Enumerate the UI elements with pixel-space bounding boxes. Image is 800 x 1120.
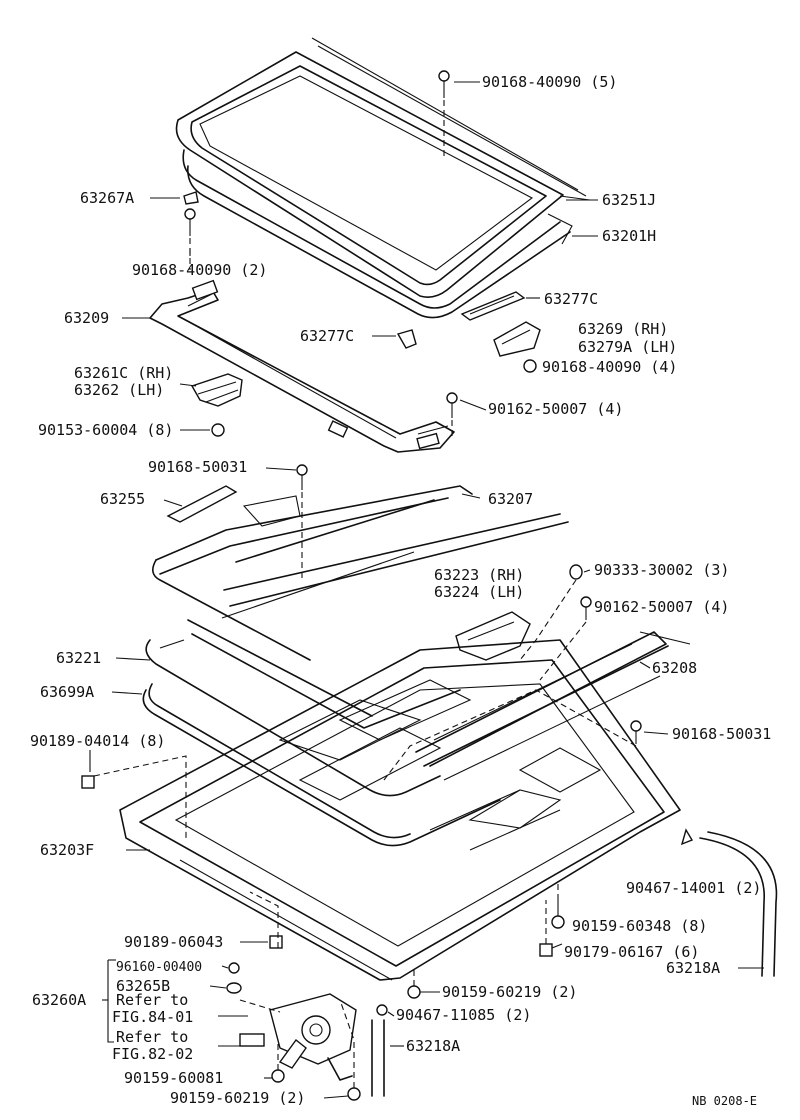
label-90189-06043: 90189-06043 <box>124 933 223 951</box>
label-90153-60004: 90153-60004 (8) <box>38 421 173 439</box>
drain-hose-63218A-right <box>699 831 778 977</box>
bolt-90159-60219-b <box>347 1087 361 1101</box>
drain-hose-63218A-bottom <box>371 1019 385 1097</box>
label-90159-60219-b: 90159-60219 (2) <box>170 1089 305 1107</box>
bracket-63223 <box>455 611 531 661</box>
label-90168-50031-b: 90168-50031 <box>672 725 771 743</box>
label-63201H: 63201H <box>602 227 656 245</box>
sunroof-glass-panel <box>175 37 591 319</box>
label-90179-06167: 90179-06167 (6) <box>564 943 699 961</box>
label-63218A-right: 63218A <box>666 959 720 977</box>
label-90168-40090-5: 90168-40090 (5) <box>482 73 617 91</box>
bolt-90159-60219-a <box>407 985 421 999</box>
fasteners <box>81 70 694 1101</box>
clip-63267A <box>183 191 199 205</box>
nut-90153-60004 <box>211 423 225 437</box>
group-bracket-63260A <box>102 959 116 1043</box>
label-90467-11085: 90467-11085 (2) <box>396 1006 531 1024</box>
label-63251J: 63251J <box>602 191 656 209</box>
bracket-63269 <box>493 321 541 357</box>
plug-90333 <box>569 564 583 580</box>
label-90168-50031-a: 90168-50031 <box>148 458 247 476</box>
label-63267A: 63267A <box>80 189 134 207</box>
label-90168-40090-4: 90168-40090 (4) <box>542 358 677 376</box>
drive-cable-frame-63207 <box>152 485 569 729</box>
label-90333: 90333-30002 (3) <box>594 561 729 579</box>
bolt-90159-60081 <box>271 1069 285 1083</box>
clamp-90467-14001 <box>680 828 694 846</box>
label-63699A: 63699A <box>40 683 94 701</box>
label-63277C-left: 63277C <box>300 327 354 345</box>
label-90467-14001: 90467-14001 (2) <box>626 879 761 897</box>
nut-90189-06043 <box>269 935 283 949</box>
label-63261C: 63261C (RH) <box>74 364 173 382</box>
label-90162-50007-4a: 90162-50007 (4) <box>488 400 623 418</box>
screw-90168-50031-b <box>630 720 642 744</box>
part-labels: 90168-40090 (5) 63267A 90168-40090 (2) 6… <box>30 73 771 1108</box>
screw-90168-40090-top <box>438 70 450 98</box>
label-63260A: 63260A <box>32 991 86 1009</box>
assembly-guide-lines <box>93 100 637 1088</box>
label-fig-84-01: FIG.84-01 <box>112 1008 193 1026</box>
label-refer-to-2: Refer to <box>116 1028 188 1046</box>
label-63207: 63207 <box>488 490 533 508</box>
guide-63277C-right <box>460 291 526 321</box>
weatherstrip-63699A <box>142 639 501 847</box>
label-90159-60219-a: 90159-60219 (2) <box>442 983 577 1001</box>
label-63203F: 63203F <box>40 841 94 859</box>
washer-96160-00400 <box>228 962 240 974</box>
screw-90162-50007-a <box>446 392 458 418</box>
nut-90179-06167 <box>539 943 553 957</box>
sunroof-motor-assembly <box>239 993 357 1081</box>
bolt-90159-60348 <box>551 900 565 929</box>
label-63255: 63255 <box>100 490 145 508</box>
footer-code: NB 0208-E <box>692 1094 757 1108</box>
label-63265B: 63265B <box>116 977 170 995</box>
clip-63277C-left <box>396 329 417 349</box>
leader-lines <box>89 81 764 1099</box>
drain-channel-63208 <box>415 631 691 781</box>
slider-bracket-63261C <box>190 373 243 407</box>
label-90162-50007-4b: 90162-50007 (4) <box>594 598 729 616</box>
screw-90168-40090-right <box>523 359 537 373</box>
label-63209: 63209 <box>64 309 109 327</box>
label-90159-60081: 90159-60081 <box>124 1069 223 1087</box>
label-63218A-bottom: 63218A <box>406 1037 460 1055</box>
label-63277C-right: 63277C <box>544 290 598 308</box>
screw-90168-40090-left <box>184 208 196 236</box>
bushing-63265B <box>226 982 242 994</box>
label-fig-82-02: FIG.82-02 <box>112 1045 193 1063</box>
sunroof-housing-63203F <box>119 639 681 981</box>
screw-90162-50007-b <box>580 596 592 620</box>
screw-90168-50031-a <box>296 464 308 490</box>
label-refer-to-1: Refer to <box>116 991 188 1009</box>
label-96160-00400: 96160-00400 <box>116 960 202 975</box>
clamp-90467-11085 <box>376 1004 388 1016</box>
label-63224: 63224 (LH) <box>434 583 524 601</box>
label-63208: 63208 <box>652 659 697 677</box>
label-63269: 63269 (RH) <box>578 320 668 338</box>
label-63221: 63221 <box>56 649 101 667</box>
label-90159-60348: 90159-60348 (8) <box>572 917 707 935</box>
sunroof-frame-bar <box>149 279 455 453</box>
nut-90189-04014 <box>81 775 95 789</box>
label-63262: 63262 (LH) <box>74 381 164 399</box>
label-63279A: 63279A (LH) <box>578 338 677 356</box>
label-90189-04014: 90189-04014 (8) <box>30 732 165 750</box>
label-63223: 63223 (RH) <box>434 566 524 584</box>
label-90168-40090-2: 90168-40090 (2) <box>132 261 267 279</box>
